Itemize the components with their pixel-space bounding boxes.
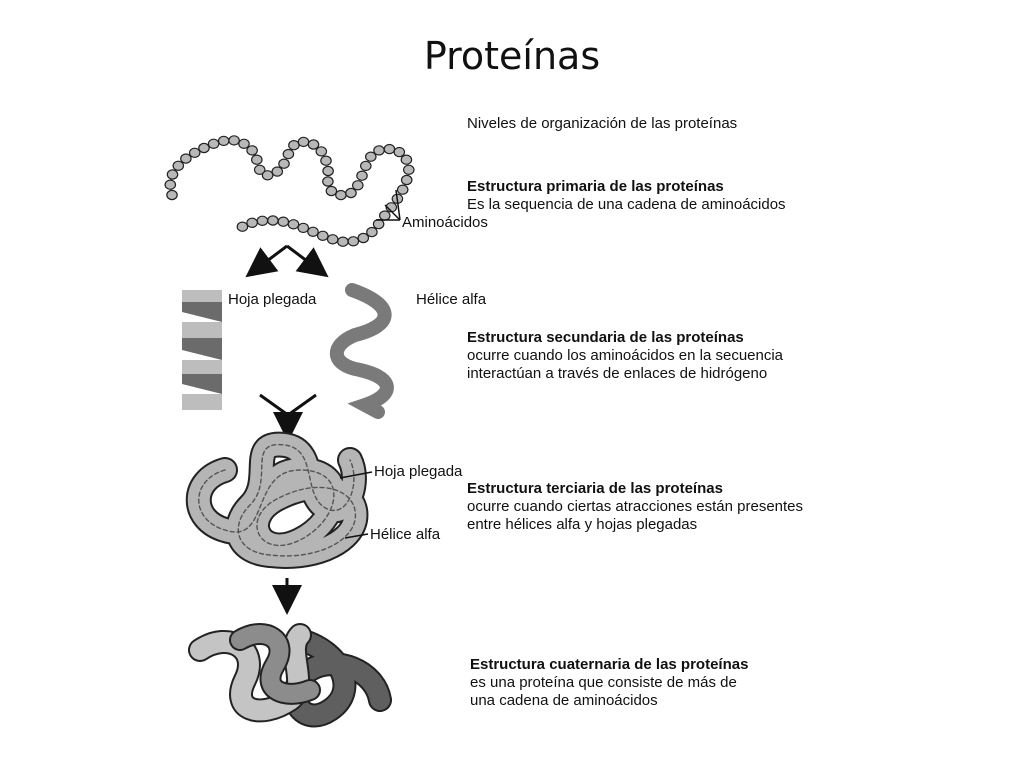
merge-arrow (259, 393, 317, 442)
amino-acid-bead (207, 138, 220, 149)
amino-acid-bead (307, 226, 319, 237)
amino-acid-bead (253, 164, 266, 175)
amino-acid-bead (322, 176, 334, 187)
amino-acid-bead (351, 180, 364, 191)
amino-acid-bead (238, 138, 250, 149)
sheet-label-tertiary: Hoja plegada (374, 463, 463, 480)
primary-description: Es la sequencia de una cadena de aminoác… (467, 196, 786, 213)
quaternary-description-line1: es una proteína que consiste de más de (470, 674, 737, 691)
secondary-description-line2: interactúan a través de enlaces de hidró… (467, 365, 768, 382)
amino-acid-bead (366, 226, 378, 238)
amino-acid-bead (373, 145, 385, 156)
amino-acid-bead (228, 135, 240, 146)
amino-acid-bead (315, 146, 328, 157)
amino-acid-bead (359, 160, 372, 172)
amino-acid-bead (335, 189, 347, 201)
tertiary-description-line2: entre hélices alfa y hojas plegadas (467, 516, 698, 533)
amino-acid-bead (261, 170, 274, 181)
amino-acid-bead (320, 155, 332, 166)
amino-acid-bead (188, 147, 201, 158)
quaternary-description-line2: una cadena de aminoácidos (470, 692, 658, 709)
primary-title: Estructura primaria de las proteínas (467, 178, 724, 195)
amino-acid-bead (166, 169, 179, 180)
slide-title: Proteínas (423, 34, 601, 78)
amino-acid-bead (357, 232, 370, 244)
aminoacid-pointer-lines (376, 189, 401, 221)
alpha-helix (329, 283, 394, 419)
amino-acid-bead (250, 154, 263, 165)
amino-acid-bead (345, 187, 357, 199)
amino-acid-bead (246, 145, 258, 156)
amino-acid-bead (267, 215, 279, 226)
amino-acid-bead (236, 221, 249, 232)
amino-acid-bead (337, 236, 349, 247)
amino-acid-bead (288, 139, 300, 151)
amino-acid-bead (307, 139, 320, 150)
amino-acid-bead (246, 217, 258, 228)
helix-label-secondary: Hélice alfa (416, 291, 487, 308)
amino-acid-bead (164, 179, 177, 190)
amino-acid-bead (297, 136, 310, 148)
amino-acid-bead (326, 234, 339, 245)
amino-acid-bead (378, 210, 391, 221)
amino-acid-bead (297, 222, 310, 234)
amino-acid-bead (396, 184, 409, 195)
pleated-sheet (182, 290, 222, 410)
amino-acid-bead (325, 185, 338, 197)
amino-acid-bead (402, 164, 415, 175)
amino-acid-bead (287, 219, 300, 230)
amino-acid-bead (271, 166, 284, 177)
amino-acid-bead (217, 135, 230, 147)
amino-acid-bead (180, 153, 192, 164)
amino-acid-bead (282, 148, 295, 160)
amino-acid-bead (172, 160, 185, 171)
tertiary-fold (185, 431, 369, 569)
quaternary-title: Estructura cuaternaria de las proteínas (470, 656, 749, 673)
amino-acid-bead (383, 143, 396, 155)
helix-label-tertiary: Hélice alfa (370, 526, 441, 543)
amino-acid-bead (400, 174, 413, 186)
tertiary-description-line1: ocurre cuando ciertas atracciones están … (467, 498, 804, 515)
amino-acid-bead (400, 154, 413, 165)
amino-acid-bead (256, 215, 269, 226)
amino-acid-bead (347, 236, 360, 247)
amino-acid-bead (277, 216, 290, 227)
secondary-title: Estructura secundaria de las proteínas (467, 329, 744, 346)
tertiary-pointer-lines (339, 471, 373, 539)
amino-acid-bead (278, 158, 290, 169)
amino-acid-bead (364, 151, 377, 162)
secondary-description-line1: ocurre cuando los aminoácidos en la secu… (467, 347, 784, 364)
diagram-header: Niveles de organización de las proteínas (467, 115, 738, 132)
amino-acid-bead (316, 230, 329, 241)
sheet-label-secondary: Hoja plegada (228, 291, 317, 308)
amino-acid-bead (166, 189, 178, 201)
split-arrows (245, 244, 329, 278)
amino-acid-bead (322, 165, 334, 177)
amino-acid-bead (356, 170, 368, 181)
quaternary-chains (188, 623, 392, 728)
amino-acid-bead (198, 142, 210, 154)
amino-acid-chain (164, 135, 415, 247)
amino-acid-bead (372, 218, 385, 230)
aminoacids-label: Aminoácidos (402, 214, 488, 231)
tertiary-title: Estructura terciaria de las proteínas (467, 480, 723, 497)
amino-acid-bead (393, 146, 406, 158)
